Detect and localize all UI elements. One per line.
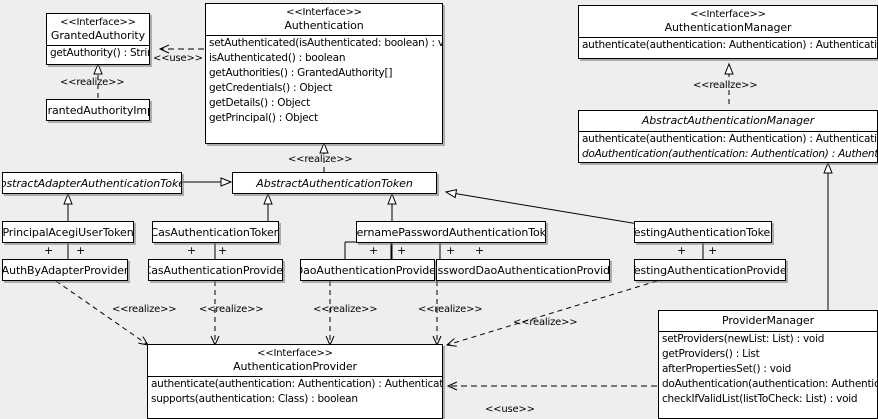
edge-label-realize-abstract-authentication-token: <<realize>>: [288, 154, 353, 165]
class-authentication-manager[interactable]: <<Interface>> AuthenticationManager auth…: [578, 5, 878, 59]
operations-compartment: authenticate(authentication: Authenticat…: [148, 377, 442, 407]
class-name: AuthenticationProvider: [233, 360, 357, 373]
class-cas-authentication-provider[interactable]: CasAuthenticationProvider: [148, 259, 283, 281]
class-name: AbstractAuthenticationManager: [641, 114, 815, 127]
multiplicity-marker: +: [708, 244, 718, 257]
separator: [579, 131, 877, 132]
separator: [47, 45, 149, 46]
class-name: TestingAuthenticationToken: [634, 225, 772, 239]
edge-label-use-provider-manager: <<use>>: [485, 404, 535, 415]
separator: [206, 35, 442, 36]
class-name: PasswordDaoAuthenticationProvider: [437, 263, 610, 277]
operation: doAuthentication(authentication: Authent…: [662, 378, 877, 390]
edge-label-realize-provider-manager: <<realize>>: [513, 317, 578, 328]
multiplicity-marker: +: [369, 244, 379, 257]
class-header: <<Interface>> Authentication: [206, 4, 442, 35]
class-name: AbstractAuthenticationToken: [256, 176, 413, 190]
multiplicity-marker: +: [446, 244, 456, 257]
operation: getCredentials() : Object: [209, 82, 333, 94]
multiplicity-marker: +: [76, 244, 86, 257]
class-name: CasAuthenticationToken: [152, 225, 279, 239]
class-testing-authentication-provider[interactable]: TestingAuthenticationProvider: [634, 259, 786, 281]
class-testing-authentication-token[interactable]: TestingAuthenticationToken: [634, 221, 772, 243]
operations-compartment: authenticate(authentication: Authenticat…: [579, 132, 877, 162]
edge-label-realize-dao: <<realize>>: [313, 304, 378, 315]
class-name: AuthenticationManager: [664, 21, 792, 34]
edge-label-realize-auth-by-adapter: <<realize>>: [112, 304, 177, 315]
class-principal-acegi-user-token[interactable]: PrincipalAcegiUserToken: [2, 221, 134, 243]
operation: authenticate(authentication: Authenticat…: [582, 39, 878, 51]
operation: authenticate(authentication: Authenticat…: [151, 378, 443, 390]
class-auth-by-adapter-provider[interactable]: AuthByAdapterProvider: [2, 259, 128, 281]
operation: getProviders() : List: [662, 348, 760, 360]
operation: doAuthentication(authentication: Authent…: [582, 148, 878, 160]
class-name: GrantedAuthorityImpl: [47, 103, 149, 117]
edge-label-realize-cas: <<realize>>: [199, 304, 264, 315]
stereotype-label: <<Interface>>: [60, 17, 136, 28]
class-name: AuthByAdapterProvider: [2, 263, 128, 277]
class-abstract-authentication-token[interactable]: AbstractAuthenticationToken: [232, 172, 437, 194]
operations-compartment: getAuthority() : String: [47, 46, 149, 61]
separator: [148, 376, 442, 377]
separator: [579, 37, 877, 38]
operations-compartment: setAuthenticated(isAuthenticated: boolea…: [206, 36, 442, 126]
multiplicity-marker: +: [397, 244, 407, 257]
class-name: PrincipalAcegiUserToken: [2, 225, 134, 239]
operation: authenticate(authentication: Authenticat…: [582, 133, 878, 145]
operation: setProviders(newList: List) : void: [662, 333, 825, 345]
class-header: ProviderManager: [659, 311, 877, 331]
multiplicity-marker: +: [677, 244, 687, 257]
operation: supports(authentication: Class) : boolea…: [151, 393, 358, 405]
class-header: <<Interface>> AuthenticationProvider: [148, 345, 442, 376]
stereotype-label: <<Interface>>: [690, 9, 766, 20]
operation: getAuthority() : String: [50, 47, 150, 59]
multiplicity-marker: +: [218, 244, 228, 257]
class-authentication-provider[interactable]: <<Interface>> AuthenticationProvider aut…: [147, 344, 443, 419]
class-header: <<Interface>> AuthenticationManager: [579, 6, 877, 37]
operation: getPrincipal() : Object: [209, 112, 318, 124]
class-dao-authentication-provider[interactable]: DaoAuthenticationProvider: [300, 259, 435, 281]
class-abstract-authentication-manager[interactable]: AbstractAuthenticationManager authentica…: [578, 110, 878, 163]
class-name: AbstractAdapterAuthenticationToken: [2, 176, 182, 190]
edge-label-realize-granted-authority-impl: <<realize>>: [60, 77, 125, 88]
operation: afterPropertiesSet() : void: [662, 363, 792, 375]
class-name: GrantedAuthority: [50, 29, 146, 42]
operations-compartment: authenticate(authentication: Authenticat…: [579, 38, 877, 53]
class-name: ProviderManager: [721, 314, 814, 327]
class-password-dao-authentication-provider[interactable]: PasswordDaoAuthenticationProvider: [436, 259, 610, 281]
operations-compartment: setProviders(newList: List) : void getPr…: [659, 332, 877, 407]
class-name: TestingAuthenticationProvider: [634, 263, 786, 277]
multiplicity-marker: +: [44, 244, 54, 257]
class-header: <<Interface>> GrantedAuthority: [47, 14, 149, 45]
operation: setAuthenticated(isAuthenticated: boolea…: [209, 37, 443, 49]
class-granted-authority-impl[interactable]: GrantedAuthorityImpl: [46, 99, 150, 121]
operation: getDetails() : Object: [209, 97, 310, 109]
edge-label-use-granted-authority: <<use>>: [153, 53, 203, 64]
class-abstract-adapter-authentication-token[interactable]: AbstractAdapterAuthenticationToken: [2, 172, 182, 194]
edge-label-realize-abstract-authentication-manager: <<realize>>: [693, 80, 758, 91]
class-header: AbstractAuthenticationManager: [579, 111, 877, 131]
separator: [659, 331, 877, 332]
stereotype-label: <<Interface>>: [286, 7, 362, 18]
stereotype-label: <<Interface>>: [257, 348, 333, 359]
multiplicity-marker: +: [475, 244, 485, 257]
class-cas-authentication-token[interactable]: CasAuthenticationToken: [152, 221, 279, 243]
operation: getAuthorities() : GrantedAuthority[]: [209, 67, 393, 79]
class-granted-authority[interactable]: <<Interface>> GrantedAuthority getAuthor…: [46, 13, 150, 65]
class-name: UsernamePasswordAuthenticationToken: [356, 225, 546, 239]
class-name: Authentication: [284, 19, 364, 32]
class-username-password-authentication-token[interactable]: UsernamePasswordAuthenticationToken: [356, 221, 546, 243]
class-name: CasAuthenticationProvider: [148, 263, 283, 277]
multiplicity-marker: +: [187, 244, 197, 257]
class-authentication[interactable]: <<Interface>> Authentication setAuthenti…: [205, 3, 443, 144]
operation: checkIfValidList(listToCheck: List) : vo…: [662, 393, 858, 405]
class-name: DaoAuthenticationProvider: [300, 263, 435, 277]
class-provider-manager[interactable]: ProviderManager setProviders(newList: Li…: [658, 310, 878, 419]
operation: isAuthenticated() : boolean: [209, 52, 346, 64]
edge-label-realize-password-dao: <<realize>>: [418, 304, 483, 315]
